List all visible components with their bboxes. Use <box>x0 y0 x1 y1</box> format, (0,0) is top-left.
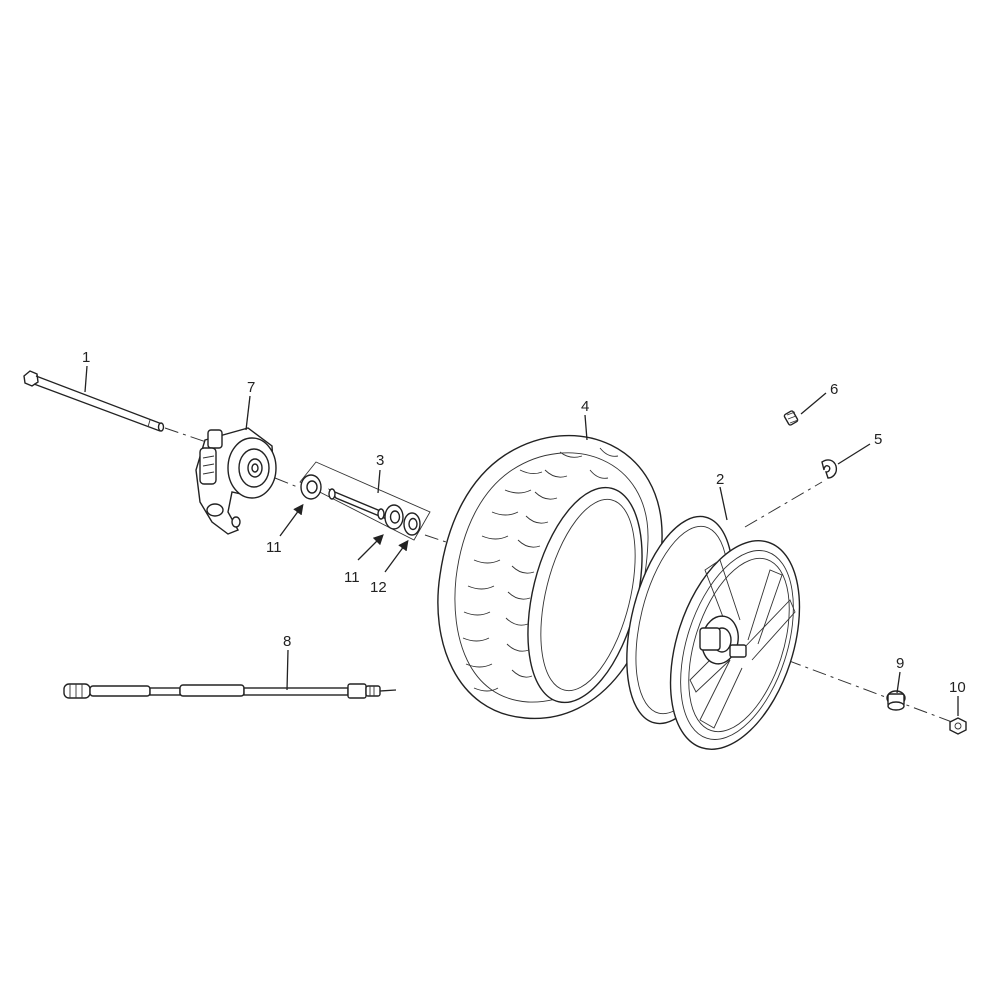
part-front-rim <box>626 515 801 750</box>
part-axle-nut <box>949 717 967 735</box>
callout-1: 1 <box>82 349 90 366</box>
callout-9: 9 <box>896 655 904 672</box>
part-speedometer-gearbox <box>195 427 277 535</box>
callout-8: 8 <box>283 633 291 650</box>
callout-11a: 11 <box>266 539 282 556</box>
part-valve-cap <box>783 410 799 426</box>
callout-10: 10 <box>949 679 966 696</box>
callout-leader-lines <box>84 365 959 716</box>
callout-11b: 11 <box>344 569 360 586</box>
callout-7: 7 <box>247 379 255 396</box>
tire-tread-pattern <box>462 447 619 692</box>
callout-12: 12 <box>370 579 387 596</box>
part-front-tire <box>437 434 663 720</box>
part-bearing-spacer-set <box>299 461 431 541</box>
callout-3: 3 <box>376 452 384 469</box>
callout-numbers: 1 7 3 4 2 6 5 8 9 10 11 11 12 <box>82 349 966 696</box>
part-tire-valve <box>821 459 838 479</box>
callout-2: 2 <box>716 471 724 488</box>
part-axle-bolt <box>23 370 165 432</box>
part-collar <box>886 690 906 711</box>
callout-6: 6 <box>830 381 838 398</box>
callout-4: 4 <box>581 398 589 415</box>
part-speedometer-cable <box>63 683 397 699</box>
callout-5: 5 <box>874 431 882 448</box>
